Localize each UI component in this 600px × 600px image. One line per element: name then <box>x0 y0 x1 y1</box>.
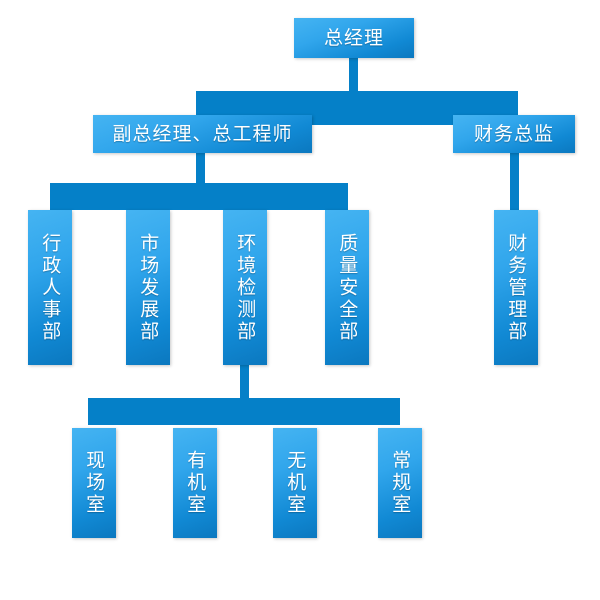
connector-level3-bar <box>50 183 348 210</box>
node-field-lab[interactable]: 现场室 <box>72 428 116 538</box>
node-organic-lab[interactable]: 有机室 <box>173 428 217 538</box>
connector-gm-stem <box>349 56 358 91</box>
node-routine-lab[interactable]: 常规室 <box>378 428 422 538</box>
node-finance-mgmt-dept[interactable]: 财务管理部 <box>494 210 538 365</box>
node-general-manager[interactable]: 总经理 <box>294 18 414 58</box>
node-finance-director[interactable]: 财务总监 <box>453 115 575 153</box>
node-deputy-gm-chief-engineer[interactable]: 副总经理、总工程师 <box>93 115 312 153</box>
node-quality-safety-dept[interactable]: 质量安全部 <box>325 210 369 365</box>
connector-finance-director-stem <box>510 150 519 212</box>
node-market-dev-dept[interactable]: 市场发展部 <box>126 210 170 365</box>
node-inorganic-lab[interactable]: 无机室 <box>273 428 317 538</box>
node-admin-hr-dept[interactable]: 行政人事部 <box>28 210 72 365</box>
connector-level4-bar <box>88 398 400 425</box>
connector-env-dept-stem <box>240 360 249 408</box>
node-env-testing-dept[interactable]: 环境检测部 <box>223 210 267 365</box>
connector-deputy-gm-stem <box>196 150 205 192</box>
